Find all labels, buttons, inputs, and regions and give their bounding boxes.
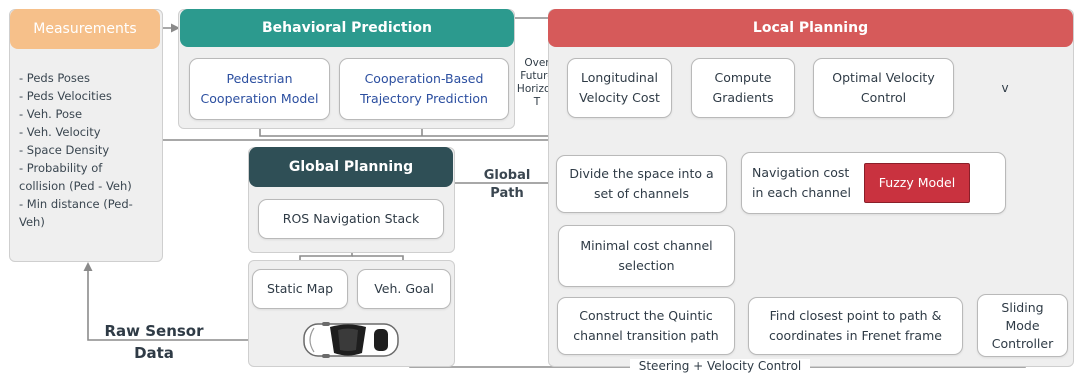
cooperation-trajectory-prediction-box: Cooperation-Based Trajectory Prediction xyxy=(339,58,509,120)
measurements-header: Measurements xyxy=(10,9,160,49)
measurement-item: - Veh. Velocity xyxy=(19,125,101,139)
measurement-item: - Probability of collision (Ped - Veh) xyxy=(19,161,132,193)
static-map-box: Static Map xyxy=(252,269,348,309)
local-planning-header: Local Planning xyxy=(548,9,1073,47)
optimal-velocity-control-box: Optimal Velocity Control xyxy=(813,58,954,118)
measurement-item: - Peds Velocities xyxy=(19,89,112,103)
behavioral-header: Behavioral Prediction xyxy=(180,9,514,47)
measurements-list: - Peds Poses - Peds Velocities - Veh. Po… xyxy=(19,69,133,231)
velocity-v-label: v xyxy=(998,81,1012,95)
car-top-view-icon xyxy=(303,322,399,358)
quintic-path-box: Construct the Quintic channel transition… xyxy=(557,297,735,355)
measurements-title: Measurements xyxy=(33,21,137,37)
pedestrian-cooperation-model-box: Pedestrian Cooperation Model xyxy=(189,58,330,120)
vehicle-goal-box: Veh. Goal xyxy=(357,269,451,309)
compute-gradients-box: Compute Gradients xyxy=(691,58,795,118)
ros-navigation-stack-box: ROS Navigation Stack xyxy=(258,199,444,239)
measurement-item: - Veh. Pose xyxy=(19,107,83,121)
steering-velocity-control-label: Steering + Velocity Control xyxy=(630,359,810,373)
closest-point-frenet-box: Find closest point to path & coordinates… xyxy=(748,297,963,355)
measurement-item: - Min distance (Ped- Veh) xyxy=(19,197,133,229)
behavioral-title: Behavioral Prediction xyxy=(261,20,432,36)
global-planning-header: Global Planning xyxy=(249,147,453,187)
fuzzy-model-box: Fuzzy Model xyxy=(864,163,970,203)
raw-sensor-data-label: Raw Sensor Data xyxy=(104,322,204,362)
measurement-item: - Peds Poses xyxy=(19,71,90,85)
minimal-cost-channel-box: Minimal cost channel selection xyxy=(558,225,735,287)
sliding-mode-controller-box: Sliding Mode Controller xyxy=(977,294,1068,357)
global-path-label: Global Path xyxy=(483,168,531,201)
longitudinal-velocity-cost-box: Longitudinal Velocity Cost xyxy=(567,58,672,118)
horizon-label: Over Future Horizon T xyxy=(516,57,558,108)
divide-space-box: Divide the space into a set of channels xyxy=(556,155,727,213)
global-planning-title: Global Planning xyxy=(288,159,414,175)
local-planning-title: Local Planning xyxy=(752,20,869,36)
measurements-panel xyxy=(9,9,163,262)
measurement-item: - Space Density xyxy=(19,143,110,157)
navigation-cost-label: Navigation cost in each channel xyxy=(752,165,851,200)
